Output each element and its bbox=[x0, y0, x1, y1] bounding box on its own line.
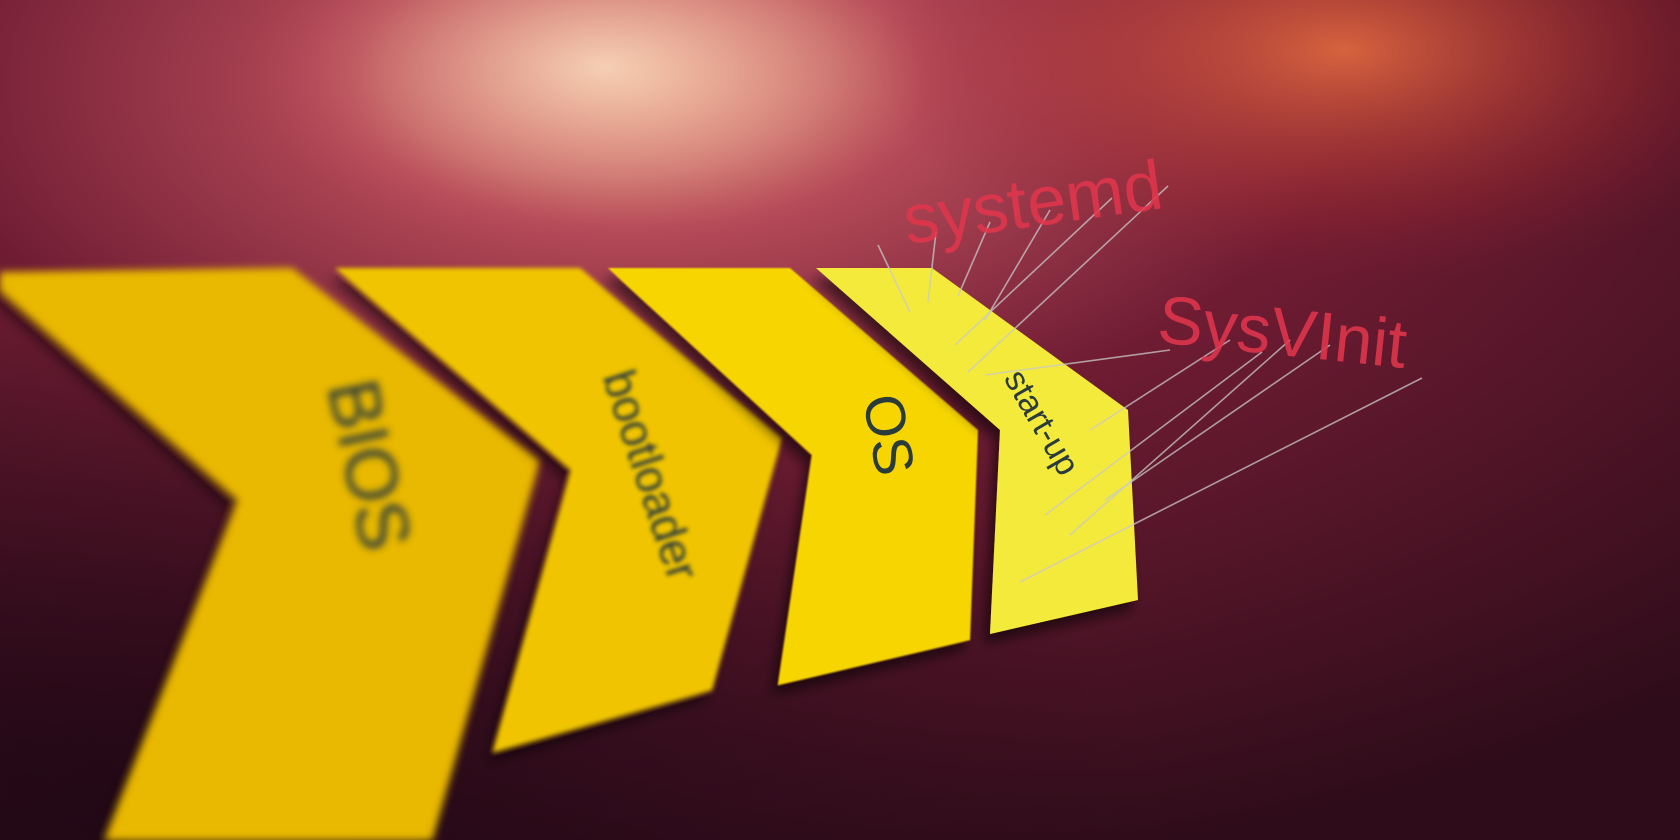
connector-lines bbox=[877, 185, 1423, 583]
stage-label-os: OS bbox=[851, 389, 927, 480]
stage-bootloader: bootloader bbox=[335, 268, 782, 752]
stage-bios: BIOS bbox=[0, 268, 540, 840]
stage-startup: start-up bbox=[816, 268, 1138, 634]
stage-os: OS bbox=[608, 268, 978, 685]
